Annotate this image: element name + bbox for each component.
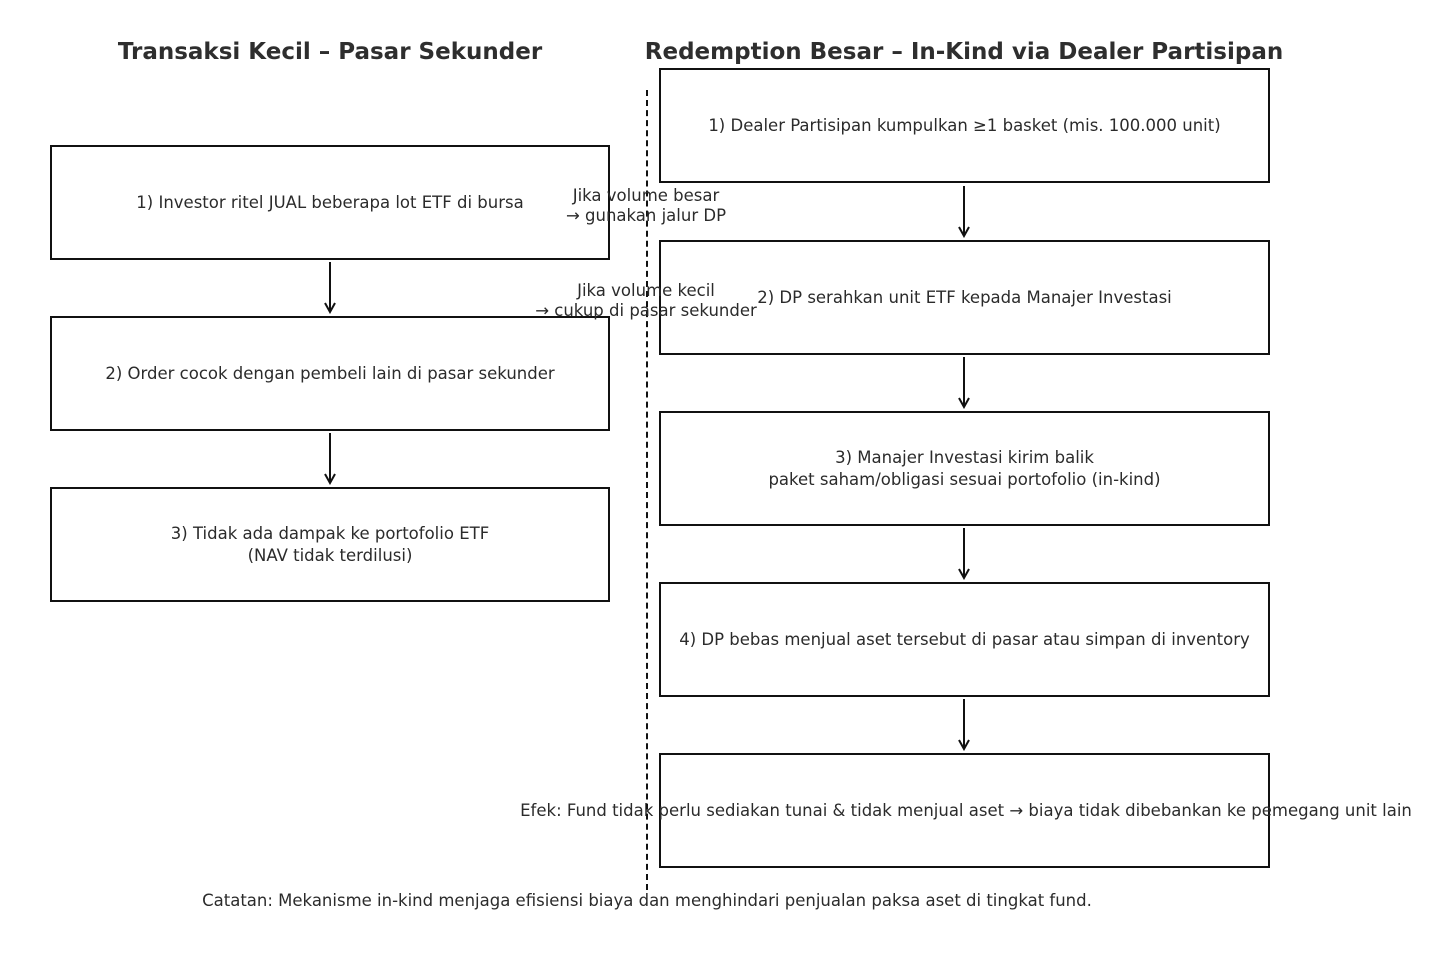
left-step-3-text: 3) Tidak ada dampak ke portofolio ETF (N… [170, 523, 490, 565]
right-step-2-box: 2) DP serahkan unit ETF kepada Manajer I… [659, 240, 1270, 355]
right-effect-text: Efek: Fund tidak perlu sediakan tunai & … [520, 800, 1412, 820]
right-panel-title: Redemption Besar – In-Kind via Dealer Pa… [644, 39, 1284, 65]
left-step-2-box: 2) Order cocok dengan pembeli lain di pa… [50, 316, 610, 431]
left-step-1-text: 1) Investor ritel JUAL beberapa lot ETF … [136, 192, 524, 212]
right-step-3-text: 3) Manajer Investasi kirim balik paket s… [768, 447, 1161, 489]
right-effect-box: Efek: Fund tidak perlu sediakan tunai & … [520, 753, 1412, 868]
right-step-4-box: 4) DP bebas menjual aset tersebut di pas… [659, 582, 1270, 697]
route-large-label: Jika volume besar → gunakan jalur DP [565, 186, 727, 225]
left-step-2-text: 2) Order cocok dengan pembeli lain di pa… [105, 363, 555, 383]
left-step-3-box: 3) Tidak ada dampak ke portofolio ETF (N… [50, 487, 610, 602]
right-step-3-box: 3) Manajer Investasi kirim balik paket s… [659, 411, 1270, 526]
footnote: Catatan: Mekanisme in-kind menjaga efisi… [202, 891, 1092, 910]
right-step-1-text: 1) Dealer Partisipan kumpulkan ≥1 basket… [708, 115, 1221, 135]
route-small-label: Jika volume kecil → cukup di pasar sekun… [535, 281, 757, 320]
right-step-4-text: 4) DP bebas menjual aset tersebut di pas… [679, 629, 1250, 649]
panel-divider [646, 90, 648, 890]
left-panel-title: Transaksi Kecil – Pasar Sekunder [117, 39, 543, 65]
left-step-1-box: 1) Investor ritel JUAL beberapa lot ETF … [50, 145, 610, 260]
right-step-1-box: 1) Dealer Partisipan kumpulkan ≥1 basket… [659, 68, 1270, 183]
right-step-2-text: 2) DP serahkan unit ETF kepada Manajer I… [757, 287, 1172, 307]
